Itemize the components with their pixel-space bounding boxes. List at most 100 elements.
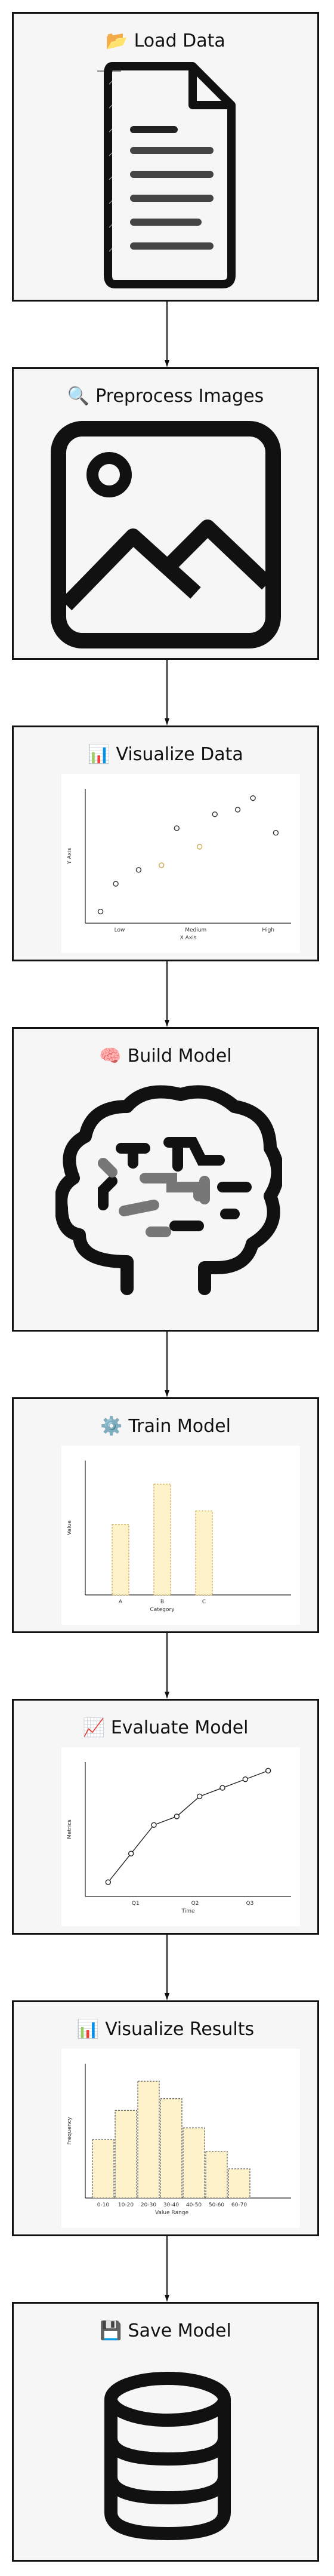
scatter-point xyxy=(273,830,279,836)
histogram-bar xyxy=(137,2080,160,2199)
bar xyxy=(195,1510,213,1596)
line-point xyxy=(265,1767,271,1774)
series-line xyxy=(107,1770,268,1883)
x-axis-label: Category xyxy=(150,1607,175,1613)
line-point xyxy=(219,1785,225,1791)
flow-arrow xyxy=(165,302,169,367)
step-load-data: 📂 Load Data xyxy=(12,12,319,302)
image-icon xyxy=(51,421,281,648)
bar-chart-icon: 📊 xyxy=(88,744,110,765)
line-point xyxy=(196,1793,203,1800)
y-axis-label: Value xyxy=(67,1520,73,1535)
flow-arrow xyxy=(165,1633,169,1699)
step-label: Preprocess Images xyxy=(95,386,264,407)
x-tick-label: 40-50 xyxy=(186,2202,202,2208)
step-label: Visualize Data xyxy=(116,744,243,765)
step-title: 📊 Visualize Data xyxy=(14,744,317,765)
x-tick-label: Medium xyxy=(185,927,206,933)
y-axis-label: Metrics xyxy=(67,1819,73,1839)
flow-arrow xyxy=(165,961,169,1027)
x-tick-label: A xyxy=(119,1599,123,1605)
brain-icon xyxy=(55,1085,282,1295)
flow-arrow xyxy=(165,660,169,726)
document-icon xyxy=(97,62,236,288)
step-title: 🔍Preprocess Images xyxy=(14,386,317,407)
step-visualize-results: 📊Visualize Results 0-10 10-20 20-30 30-40 40… xyxy=(12,2000,319,2236)
y-axis-label: Frequency xyxy=(67,2117,73,2145)
step-title: 💾 Save Model xyxy=(14,2320,317,2341)
x-tick-label: B xyxy=(160,1599,164,1605)
gear-icon: ⚙️ xyxy=(100,1416,123,1437)
x-tick-label: High xyxy=(262,927,274,933)
flow-arrow xyxy=(165,2236,169,2302)
line-point xyxy=(174,1813,180,1819)
bar-chart: A B C Category Value xyxy=(61,1446,300,1625)
histogram-bar xyxy=(205,2151,228,2199)
flow-arrow xyxy=(165,1332,169,1397)
step-visualize-data: 📊 Visualize Data Low Medium High X Axis Y Axi… xyxy=(12,726,319,961)
floppy-disk-icon: 💾 xyxy=(100,2320,122,2341)
magnifier-icon: 🔍 xyxy=(67,386,90,407)
step-build-model: 🧠Build Model xyxy=(12,1027,319,1332)
x-tick-label: 10-20 xyxy=(118,2202,134,2208)
scatter-point xyxy=(234,807,241,813)
database-icon xyxy=(104,2372,231,2541)
scatter-point xyxy=(113,881,119,887)
scatter-chart: Low Medium High X Axis Y Axis xyxy=(61,774,300,953)
step-title: 📊Visualize Results xyxy=(14,2019,317,2040)
histogram-bar xyxy=(160,2098,183,2199)
x-tick-label: 50-60 xyxy=(209,2202,224,2208)
bar xyxy=(153,1483,171,1596)
x-axis-label: Value Range xyxy=(155,2210,189,2216)
x-tick-label: Q2 xyxy=(191,1901,199,1907)
histogram-bar xyxy=(115,2110,137,2199)
scatter-point xyxy=(212,811,218,817)
bar xyxy=(112,1524,129,1596)
scatter-point xyxy=(174,825,180,831)
bar-chart-icon: 📊 xyxy=(76,2019,100,2040)
step-label: Build Model xyxy=(127,1046,232,1066)
step-title: 📂 Load Data xyxy=(14,30,317,51)
folder-icon: 📂 xyxy=(106,30,128,51)
step-label: Load Data xyxy=(134,30,225,51)
histogram-bar xyxy=(183,2128,205,2199)
x-axis-label: X Axis xyxy=(180,935,197,941)
x-tick-label: Low xyxy=(115,927,125,933)
scatter-point xyxy=(135,867,142,873)
scatter-point xyxy=(196,844,203,850)
step-save-model: 💾 Save Model xyxy=(12,2302,319,2562)
step-train-model: ⚙️Train Model A B C Category Value xyxy=(12,1397,319,1633)
step-label: Train Model xyxy=(128,1416,231,1437)
y-axis-label: Y Axis xyxy=(67,848,73,865)
line-point xyxy=(105,1879,112,1885)
step-label: Save Model xyxy=(128,2320,231,2341)
x-tick-label: Q1 xyxy=(132,1901,140,1907)
x-axis-label: Time xyxy=(181,1908,194,1914)
step-label: Visualize Results xyxy=(105,2019,255,2040)
line-point xyxy=(151,1822,157,1828)
x-tick-label: 30-40 xyxy=(163,2202,179,2208)
step-preprocess-images: 🔍Preprocess Images xyxy=(12,367,319,660)
line-point xyxy=(128,1850,134,1856)
step-label: Evaluate Model xyxy=(110,1717,249,1738)
scatter-point xyxy=(97,908,104,915)
trend-up-icon: 📈 xyxy=(82,1717,105,1738)
histogram-bar xyxy=(228,2168,250,2199)
scatter-point xyxy=(250,795,256,801)
x-tick-label: 20-30 xyxy=(141,2202,156,2208)
step-title: 🧠Build Model xyxy=(14,1046,317,1066)
line-point xyxy=(242,1776,249,1782)
x-tick-label: C xyxy=(202,1599,206,1605)
step-title: ⚙️Train Model xyxy=(14,1416,317,1437)
x-tick-label: 60-70 xyxy=(231,2202,247,2208)
histogram-bar xyxy=(92,2139,115,2199)
x-tick-label: Q3 xyxy=(246,1901,254,1907)
step-title: 📈Evaluate Model xyxy=(14,1717,317,1738)
x-tick-label: 0-10 xyxy=(97,2202,110,2208)
flow-arrow xyxy=(165,1935,169,2000)
scatter-point xyxy=(159,862,165,868)
brain-emoji-icon: 🧠 xyxy=(99,1046,122,1066)
